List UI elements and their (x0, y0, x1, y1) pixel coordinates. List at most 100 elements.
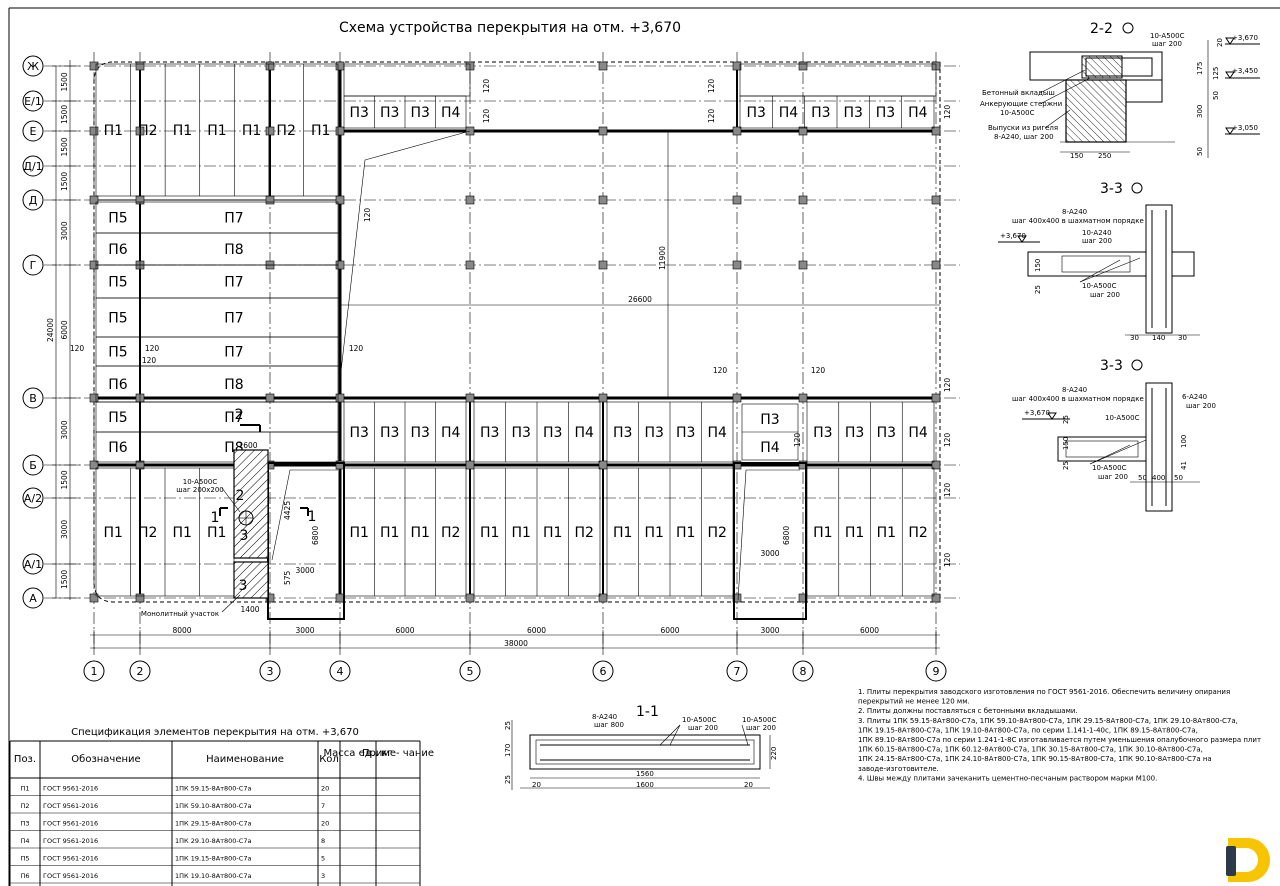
column (265, 126, 275, 136)
column (598, 61, 608, 71)
slab-label: П3 (760, 412, 779, 428)
section-3-3b-rebar (1065, 440, 1139, 458)
column (931, 393, 941, 403)
axis-label-row: Б (29, 459, 37, 472)
column (465, 260, 475, 270)
section-2-2-marker (1122, 22, 1134, 34)
slab-label: П8 (224, 377, 243, 393)
axis-bubble-col (925, 660, 947, 682)
monolith-zone-2 (233, 561, 269, 599)
dim-col: 3000 (295, 626, 314, 635)
slab-row (95, 201, 339, 234)
column (465, 393, 475, 403)
section-1-1-l1: 8-А240 (592, 713, 617, 721)
table-header: Обозначение (71, 754, 140, 765)
section-3-3b-d1: 400 (1152, 474, 1165, 482)
section-3-3-a: 3-3 8-А240 шаг 400х400 в шахматном поряд… (998, 181, 1200, 342)
column (465, 460, 475, 470)
dim-row: 3000 (60, 520, 69, 539)
slab-row (95, 431, 339, 463)
table-cell: 5 (321, 855, 325, 863)
slab-label: П5 (108, 275, 127, 291)
slab-group (343, 63, 471, 97)
section-2-2-l2: Бетонный вкладыш (982, 89, 1055, 97)
stair-line (737, 469, 747, 601)
dim-120: 120 (943, 433, 952, 448)
monolith-label: Монолитный участок (141, 610, 219, 618)
dim-total-h: 24000 (46, 318, 55, 342)
slab-label: П5 (108, 311, 127, 327)
slab-label: П2 (138, 525, 157, 541)
section-3-3a-l1: 8-А240 (1062, 208, 1087, 216)
slope-line (339, 159, 366, 381)
column (135, 593, 145, 603)
dim-11900: 11900 (658, 246, 667, 270)
section-1-1-title: 1-1 (636, 704, 659, 720)
axis-label-row: В (29, 392, 37, 405)
table-cell: 8 (321, 837, 325, 845)
dim-1400: 1400 (240, 605, 259, 614)
axis-bubble-row (22, 487, 44, 509)
dim-120: 120 (943, 553, 952, 568)
section-1-1: 1-1 8-А240 шаг 800 10-А500С шаг 200 10-А… (504, 704, 778, 790)
slab-group (739, 63, 937, 97)
section-3-3b-l3s: шаг 200 (1186, 402, 1216, 410)
section-1-1-d-l: 20 (532, 781, 541, 789)
axis-label-row: Г (30, 259, 37, 272)
slab-label: П3 (380, 425, 399, 441)
column (598, 393, 608, 403)
table-cell: 1ПК 59.15-8Ат800-С7а (175, 785, 251, 793)
level-mark (998, 235, 1040, 243)
axis-bubble-row (22, 189, 44, 211)
section-3-3b-l2: 10-А500С (1105, 414, 1140, 422)
section-cut-mark: 1 (308, 509, 317, 525)
section-3-3b-l4: 10-А500С (1092, 464, 1127, 472)
slab-label: П4 (575, 425, 595, 441)
dim-120: 120 (482, 79, 491, 94)
opening-stair-left (267, 462, 345, 620)
leader (741, 724, 749, 746)
dim-col: 6000 (860, 626, 879, 635)
axis-label-col: 4 (337, 665, 344, 678)
level-mark (1225, 71, 1260, 79)
column (335, 593, 345, 603)
column (732, 126, 742, 136)
general-notes: 1. Плиты перекрытия заводского изготовле… (858, 688, 1261, 782)
table-cell: ГОСТ 9561-2016 (43, 872, 98, 880)
slab-group (95, 63, 339, 197)
axis-label-row: А/2 (24, 492, 42, 505)
table-cell: П4 (20, 837, 29, 845)
section-cut-label: 2 (235, 407, 244, 423)
section-2-2-dv5: 50 (1196, 147, 1204, 156)
table-cell: ГОСТ 9561-2016 (43, 820, 98, 828)
axis-bubble-row (22, 90, 44, 112)
axis-bubble-col (83, 660, 105, 682)
section-1-1-d-r: 20 (744, 781, 753, 789)
section-3-3b-dv0: 25 (1062, 415, 1070, 424)
slab-row (95, 336, 339, 367)
table-cell: П3 (20, 820, 29, 828)
dim-row: 1500 (60, 172, 69, 191)
column (732, 260, 742, 270)
slab-label: П3 (645, 425, 664, 441)
dim-120: 120 (943, 483, 952, 498)
section-2-2-mark3: +3,050 (1232, 124, 1258, 132)
slab-label: П6 (108, 440, 128, 456)
section-2-2-dv0: 20 (1216, 38, 1224, 47)
slab-label: П1 (845, 525, 864, 541)
section-1-1-d-in: 1560 (636, 770, 654, 778)
slab-label: П2 (575, 525, 594, 541)
column (89, 593, 99, 603)
column (732, 61, 742, 71)
dim-120: 120 (363, 208, 372, 223)
note-line: 1ПК 19.15-8Ат800-С7а, 1ПК 19.10-8Ат800-С… (858, 726, 1198, 734)
table-cell: 20 (321, 785, 329, 793)
dim-col: 6000 (527, 626, 546, 635)
column (465, 195, 475, 205)
section-3-3b-l3: 6-А240 (1182, 393, 1207, 401)
slab-label: П3 (676, 425, 695, 441)
slab-label: П7 (224, 345, 243, 361)
axis-bubble-row (22, 387, 44, 409)
section-3-3b-marker (1131, 359, 1143, 371)
section-2-2-l3: Анкерующие стержни (980, 100, 1062, 108)
